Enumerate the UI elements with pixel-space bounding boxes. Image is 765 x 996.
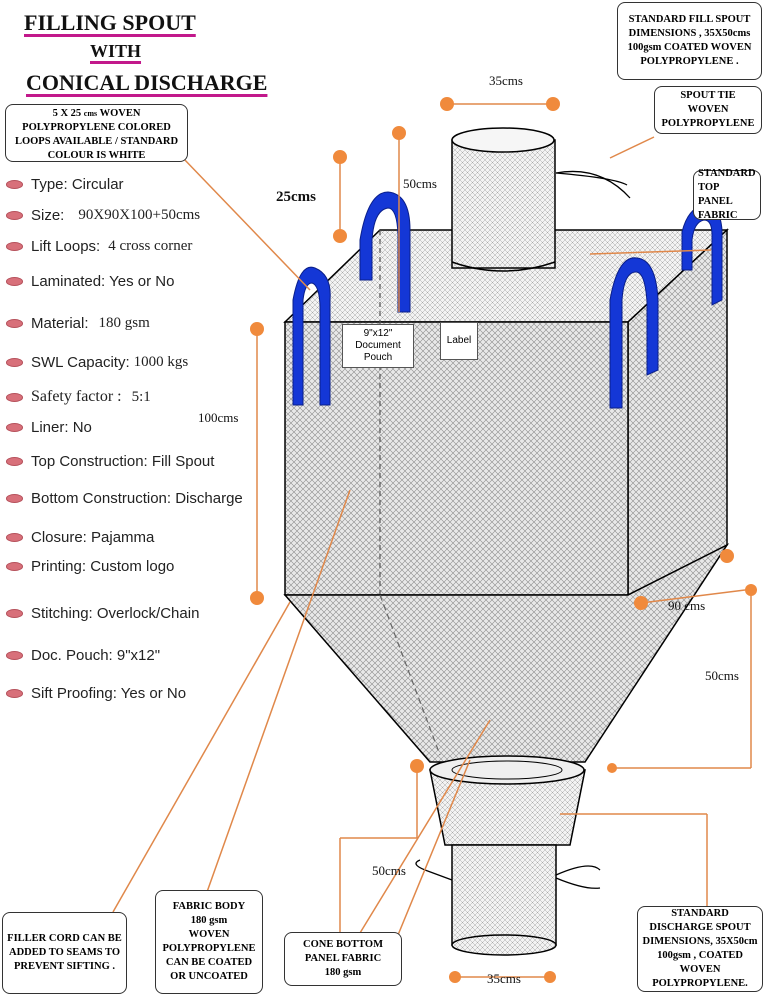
title-line-2: WITH: [90, 41, 142, 61]
fabric-body-b: 180 gsm: [190, 915, 228, 926]
spec-value: 90X90X100+50cms: [78, 206, 201, 223]
filler-cord-callout: FILLER CORD CAN BE ADDED TO SEAMS TO PRE…: [2, 912, 127, 994]
dim-loop-height: 25cms: [276, 189, 316, 205]
lift-loop-front-right: [609, 257, 659, 409]
cone-bottom-callout: CONE BOTTOM PANEL FABRIC 180 gsm: [284, 932, 402, 986]
spec-label: Printing: Custom logo: [31, 557, 175, 575]
spec-sift-proofing: Sift Proofing: Yes or No: [0, 681, 186, 705]
spec-value: 4 cross corner: [108, 237, 193, 254]
cone-bottom-a: CONE BOTTOM PANEL FABRIC: [302, 939, 384, 964]
bullet-icon: [6, 392, 23, 402]
spec-label: SWL Capacity:: [31, 353, 130, 371]
loops-rest: WOVEN POLYPROPYLENE COLORED LOOPS AVAILA…: [14, 108, 179, 161]
front-panel: [284, 321, 629, 596]
dim-top-spout-height: 50cms: [403, 176, 437, 191]
spec-lift-loops: Lift Loops: 4 cross corner: [0, 234, 192, 258]
title-line-3: CONICAL DISCHARGE: [26, 70, 268, 95]
title-line-1: FILLING SPOUT: [24, 10, 196, 35]
fill-spout-callout: STANDARD FILL SPOUT DIMENSIONS , 35X50cm…: [617, 2, 762, 80]
bullet-icon: [6, 210, 23, 220]
bullet-icon: [6, 608, 23, 618]
bullet-icon: [6, 532, 23, 542]
dimension-markers: [250, 97, 757, 983]
document-pouch-label: 9"x12" Document Pouch: [342, 324, 414, 368]
lift-loop-back-left: [359, 191, 411, 313]
bullet-icon: [6, 561, 23, 571]
bullet-icon: [6, 179, 23, 189]
spec-label: Size:: [31, 206, 65, 224]
bullet-icon: [6, 241, 23, 251]
spec-value: 180 gsm: [98, 314, 150, 331]
spec-top-construction: Top Construction: Fill Spout: [0, 449, 214, 473]
spec-value: 1000 kgs: [133, 353, 189, 370]
bullet-icon: [6, 318, 23, 328]
spec-label: Doc. Pouch: 9"x12": [31, 646, 161, 664]
bullet-icon: [6, 650, 23, 660]
spec-label: Laminated: Yes or No: [31, 272, 175, 290]
fabric-body-a: FABRIC BODY: [172, 901, 246, 912]
spec-type: Type: Circular: [0, 172, 124, 196]
bullet-icon: [6, 357, 23, 367]
spec-label: Sift Proofing: Yes or No: [31, 684, 187, 702]
spec-label: Material:: [31, 314, 89, 332]
spec-stitching: Stitching: Overlock/Chain: [0, 601, 199, 625]
bullet-icon: [6, 688, 23, 698]
spec-value: 5:1: [131, 388, 151, 405]
bullet-icon: [6, 493, 23, 503]
spec-label: Stitching: Overlock/Chain: [31, 604, 200, 622]
spec-swl: SWL Capacity:1000 kgs: [0, 350, 188, 374]
spec-material: Material: 180 gsm: [0, 311, 150, 335]
bullet-icon: [6, 422, 23, 432]
spec-doc-pouch: Doc. Pouch: 9"x12": [0, 643, 160, 667]
spec-label: Safety factor :: [31, 388, 122, 405]
dim-cone-height: 50cms: [705, 668, 739, 683]
dim-bottom-spout-width: 35cms: [487, 971, 521, 986]
spec-laminated: Laminated: Yes or No: [0, 269, 174, 293]
cone-bottom-b: 180 gsm: [324, 967, 362, 978]
top-spout: [451, 139, 556, 269]
cone-bottom: [283, 543, 730, 763]
spec-label: Closure: Pajamma: [31, 528, 155, 546]
spec-safety: Safety factor : 5:1: [0, 385, 151, 409]
bullet-icon: [6, 276, 23, 286]
spec-label: Lift Loops:: [31, 237, 101, 255]
spec-label: Type: Circular: [31, 175, 124, 193]
discharge-spout-callout: STANDARD DISCHARGE SPOUT DIMENSIONS, 35X…: [637, 906, 763, 992]
spec-label: Top Construction: Fill Spout: [31, 452, 215, 470]
fabric-body-callout: FABRIC BODY 180 gsm WOVEN POLYPROPYLENE …: [155, 890, 263, 994]
dim-body-width: 90 cms: [668, 598, 706, 613]
spec-size: Size: 90X90X100+50cms: [0, 203, 200, 227]
dim-top-spout-width: 35cms: [489, 73, 523, 88]
fabric-body-c: WOVEN POLYPROPYLENE CAN BE COATED OR UNC…: [162, 929, 256, 982]
loops-unit: cms: [83, 109, 98, 118]
spec-label: Bottom Construction: Discharge: [31, 489, 243, 507]
spec-liner: Liner: No: [0, 415, 92, 439]
spec-label: Liner: No: [31, 418, 92, 436]
loops-prefix: 5 X 25: [52, 108, 82, 119]
spec-bottom-construction: Bottom Construction: Discharge: [0, 486, 243, 510]
lift-loops-callout: 5 X 25 cms WOVEN POLYPROPYLENE COLORED L…: [5, 104, 188, 162]
bullet-icon: [6, 456, 23, 466]
dim-body-height: 100cms: [198, 410, 239, 425]
dim-bottom-spout-height: 50cms: [372, 863, 406, 878]
spec-printing: Printing: Custom logo: [0, 554, 174, 578]
spout-tie-callout: SPOUT TIE WOVEN POLYPROPYLENE: [654, 86, 762, 134]
top-panel-callout: STANDARD TOP PANEL FABRIC: [693, 168, 761, 221]
bag-label: Label: [440, 322, 478, 360]
spec-closure: Closure: Pajamma: [0, 525, 154, 549]
